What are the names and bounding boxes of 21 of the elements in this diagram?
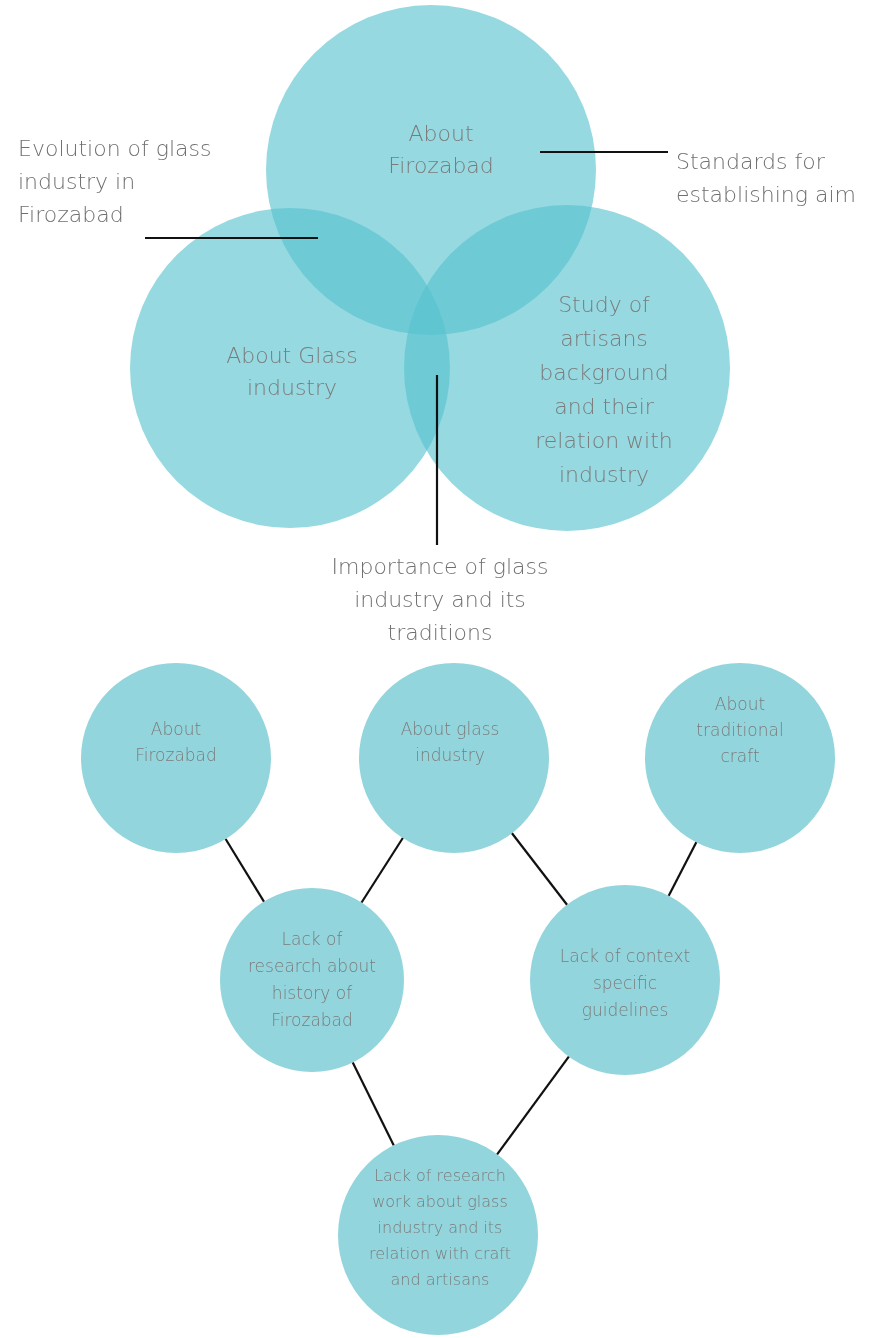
connector-line xyxy=(511,832,568,906)
circle-label: Study of artisans background and their relation with industry xyxy=(534,291,674,489)
connector-line xyxy=(351,1062,395,1146)
leader-line xyxy=(540,150,668,154)
leader-line xyxy=(435,375,439,545)
callout-text: Evolution of glass industry in Firozabad xyxy=(18,135,213,229)
circle-label: Lack of context specific guidelines xyxy=(558,944,692,1022)
circle-label: About traditional craft xyxy=(695,693,785,768)
circle-label: About Glass industry xyxy=(225,342,359,402)
circle-label: Lack of research work about glass industry and its relation with craft and artisans xyxy=(368,1165,512,1291)
connector-line xyxy=(667,841,698,897)
callout-text: Importance of glass industry and its traditions xyxy=(330,553,550,647)
circle-label: Lack of research about history of Firozabad xyxy=(247,928,377,1032)
circle-label: About Firozabad xyxy=(134,718,218,767)
connector-line xyxy=(360,837,404,904)
connector-line xyxy=(224,838,265,903)
circle-label: About glass industry xyxy=(399,718,501,767)
callout-text: Standards for establishing aim xyxy=(676,148,857,209)
connector-line xyxy=(496,1055,570,1155)
leader-line xyxy=(145,236,318,240)
circle-label: About Firozabad xyxy=(387,120,495,180)
